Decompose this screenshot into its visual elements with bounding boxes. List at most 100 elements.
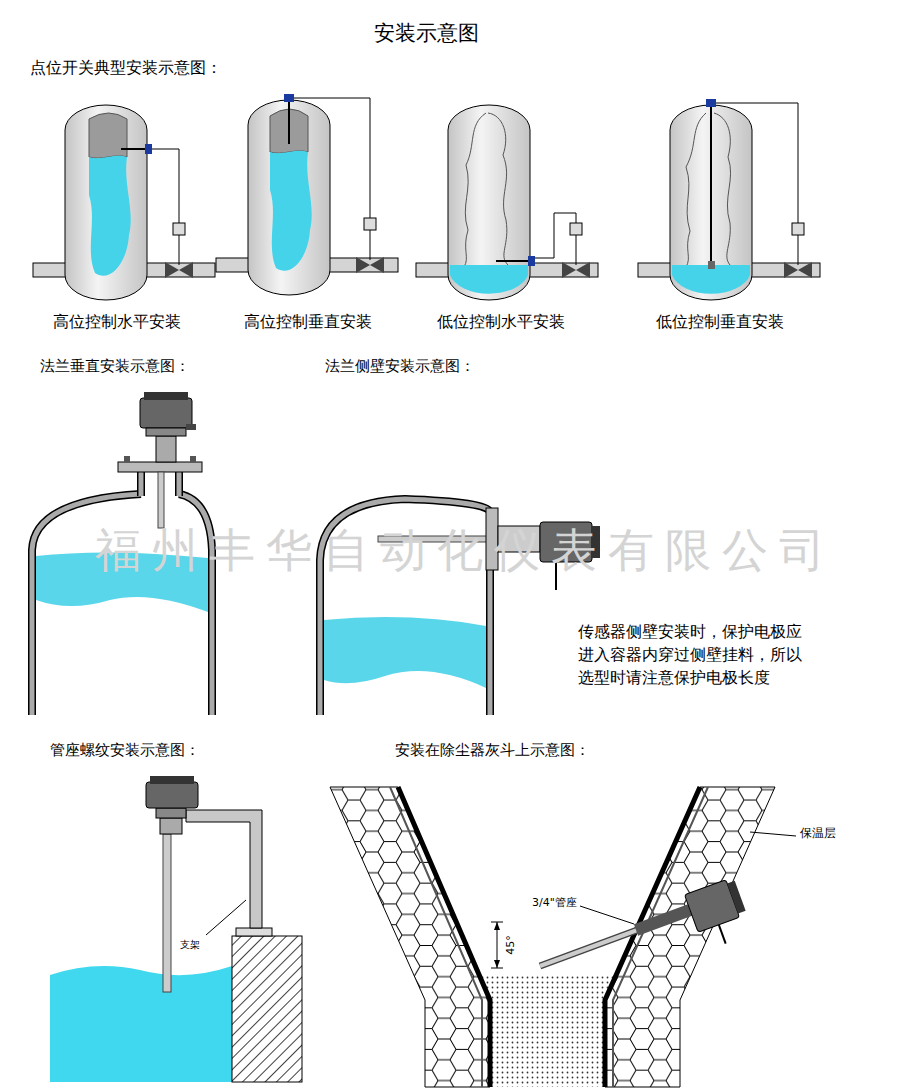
thread-mount-scene-part — [232, 936, 302, 1082]
thread-mount-scene-part — [160, 818, 182, 834]
tank-high-vertical-part — [284, 94, 294, 102]
tank-high-vertical-part — [356, 257, 384, 273]
tank-low-vertical-part — [670, 105, 752, 300]
section-heading: 法兰侧壁安装示意图： — [325, 357, 475, 376]
section-heading: 点位开关典型安装示意图： — [30, 58, 222, 78]
part-label: 保温层 — [800, 826, 836, 841]
page-title: 安装示意图 — [374, 20, 479, 46]
hopper-scene-part — [636, 910, 690, 930]
tank-low-horizontal-part — [464, 113, 508, 267]
tank-low-vertical-part — [716, 103, 798, 223]
tank-low-vertical-part — [710, 107, 712, 265]
tank-high-vertical-part — [216, 258, 250, 272]
tank-low-horizontal-part — [448, 105, 530, 300]
tank-high-horizontal-part — [179, 235, 180, 265]
tank-high-horizontal-part — [145, 144, 152, 154]
part-label: 支架 — [180, 939, 200, 952]
hopper-scene-part-part — [727, 881, 745, 914]
flange-vertical-tank-part — [186, 424, 196, 430]
tank-high-vertical-part — [370, 230, 371, 260]
tank-high-horizontal-part — [152, 149, 179, 223]
tank-high-vertical-part — [294, 98, 370, 218]
hopper-scene-part — [494, 922, 500, 968]
hopper-scene-part — [580, 906, 634, 924]
tank-high-horizontal-part — [173, 223, 185, 235]
flange-side-tank-part — [324, 617, 486, 688]
tank-low-horizontal-part — [570, 223, 582, 235]
tank-low-vertical-part — [638, 263, 672, 277]
tank-low-vertical — [638, 99, 820, 300]
hopper-scene-part — [750, 832, 796, 836]
tank-low-horizontal — [416, 105, 598, 300]
tank-high-vertical-part — [288, 102, 290, 144]
tank-low-vertical-part — [672, 265, 750, 294]
hopper-scene-part — [605, 787, 775, 1087]
tank-high-horizontal-part — [165, 262, 193, 278]
flange-vertical-tank-part — [156, 436, 176, 462]
dimension-label: 45° — [504, 935, 518, 955]
tank-low-vertical-part — [686, 113, 731, 267]
tank-low-horizontal-part — [450, 265, 528, 294]
hopper-scene-part — [684, 877, 753, 951]
thread-mount-scene-part — [146, 782, 198, 808]
tank-low-horizontal-part — [528, 263, 598, 277]
tank-low-vertical-part — [784, 262, 812, 278]
tank-high-horizontal-part — [89, 113, 127, 158]
thread-mount-scene-part — [156, 808, 186, 818]
install-note: 传感器侧壁安装时，保护电极应进入容器内穿过侧壁挂料，所以选型时请注意保护电极长度 — [578, 620, 814, 690]
tank-caption: 低位控制水平安装 — [437, 312, 565, 332]
tank-low-horizontal-part — [496, 260, 528, 262]
tank-high-vertical — [216, 94, 398, 295]
tank-low-vertical-part — [706, 99, 716, 107]
section-heading: 管座螺纹安装示意图： — [50, 741, 200, 760]
tank-low-vertical-part — [708, 261, 715, 269]
section-heading: 安装在除尘器灰斗上示意图： — [395, 741, 590, 760]
flange-vertical-tank-part — [140, 398, 192, 428]
hopper-scene-part — [330, 787, 490, 1087]
flange-vertical-tank-part — [118, 462, 202, 472]
tank-caption: 低位控制垂直安装 — [656, 312, 784, 332]
tank-high-vertical-part — [270, 151, 312, 271]
thread-mount-scene-part — [236, 928, 272, 936]
tank-low-horizontal-part — [576, 235, 577, 265]
tank-low-horizontal-part — [416, 263, 450, 277]
tank-low-horizontal-part — [562, 262, 590, 278]
hopper-scene-part — [540, 929, 640, 966]
flange-vertical-tank-part — [158, 472, 164, 528]
tank-high-vertical-part — [364, 218, 376, 230]
thread-mount-scene-part — [186, 810, 262, 928]
tank-high-horizontal — [33, 105, 215, 300]
hopper-scene — [330, 787, 796, 1087]
watermark: 福州丰华自动化仪表有限公司 — [95, 522, 836, 580]
hopper-scene-part — [479, 975, 616, 1087]
tank-high-vertical-part — [328, 258, 398, 272]
hopper-scene-part — [540, 929, 640, 966]
tank-high-horizontal-part — [89, 156, 131, 276]
hopper-scene-part-part — [719, 925, 726, 944]
tank-low-vertical-part — [750, 263, 820, 277]
hopper-scene-part — [398, 787, 490, 1087]
thread-mount-scene-part — [206, 900, 246, 935]
tank-high-horizontal-part — [33, 263, 67, 277]
flange-vertical-tank-part — [146, 428, 186, 436]
tank-high-horizontal-part — [65, 105, 147, 300]
flange-vertical-tank-part — [124, 456, 130, 462]
thread-mount-scene-part — [50, 966, 232, 1082]
tank-low-vertical-part — [798, 235, 799, 265]
section-heading: 法兰垂直安装示意图： — [40, 357, 190, 376]
tank-high-horizontal-part — [145, 263, 215, 277]
hopper-scene-part — [390, 787, 482, 1087]
thread-mount-scene-part — [150, 776, 194, 784]
tank-caption: 高位控制水平安装 — [53, 312, 181, 332]
part-label: 3/4"管座 — [532, 896, 577, 910]
tank-high-vertical-part — [248, 100, 330, 295]
tank-low-horizontal-part — [528, 256, 535, 266]
tank-high-horizontal-part — [121, 148, 145, 150]
tank-low-vertical-part — [792, 223, 804, 235]
thread-mount-scene — [50, 776, 302, 1082]
flange-vertical-tank-part — [190, 456, 196, 462]
tank-caption: 高位控制垂直安装 — [244, 312, 372, 332]
flange-vertical-tank-part — [144, 392, 188, 400]
